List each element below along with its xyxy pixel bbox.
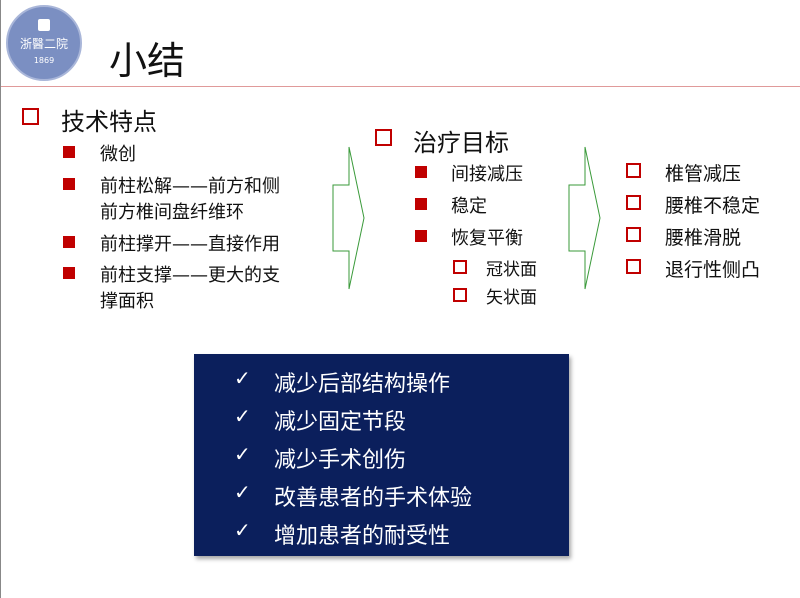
sub-item: 矢状面 bbox=[486, 288, 537, 308]
check-icon: ✓ bbox=[234, 366, 251, 390]
logo: 浙醫二院 1869 bbox=[6, 5, 82, 81]
bullet-square-icon bbox=[626, 163, 641, 178]
check-icon: ✓ bbox=[234, 480, 251, 504]
bullet-square-icon bbox=[375, 129, 392, 146]
logo-emblem-icon bbox=[38, 19, 50, 31]
col1-heading: 技术特点 bbox=[61, 108, 157, 136]
check-icon: ✓ bbox=[234, 404, 251, 428]
summary-item: 改善患者的手术体验 bbox=[274, 486, 473, 511]
list-item: 前柱支撑——更大的支 bbox=[100, 265, 280, 286]
list-item: 腰椎不稳定 bbox=[665, 195, 761, 217]
list-item-cont: 前方椎间盘纤维环 bbox=[100, 202, 244, 223]
check-icon: ✓ bbox=[234, 518, 251, 542]
list-item: 退行性侧凸 bbox=[665, 259, 761, 281]
col2-heading: 治疗目标 bbox=[413, 129, 509, 157]
bullet-filled-icon bbox=[415, 166, 427, 178]
summary-item: 减少手术创伤 bbox=[274, 448, 407, 473]
list-item: 前柱松解——前方和侧 bbox=[100, 176, 280, 197]
bullet-filled-icon bbox=[63, 178, 75, 190]
list-item: 椎管减压 bbox=[665, 163, 742, 185]
list-item: 微创 bbox=[100, 144, 136, 165]
bullet-filled-icon bbox=[415, 198, 427, 210]
summary-item: 增加患者的耐受性 bbox=[274, 524, 451, 549]
bullet-square-icon bbox=[453, 288, 467, 302]
title-divider bbox=[1, 86, 800, 87]
bullet-square-icon bbox=[22, 108, 39, 125]
bullet-filled-icon bbox=[415, 230, 427, 242]
list-item: 前柱撑开——直接作用 bbox=[100, 234, 280, 255]
list-item: 间接减压 bbox=[451, 164, 523, 185]
bullet-filled-icon bbox=[63, 236, 75, 248]
logo-year: 1869 bbox=[33, 56, 55, 65]
arrow-right-icon bbox=[568, 146, 601, 290]
summary-item: 减少固定节段 bbox=[274, 410, 407, 435]
bullet-filled-icon bbox=[63, 146, 75, 158]
list-item: 恢复平衡 bbox=[451, 228, 523, 249]
summary-item: 减少后部结构操作 bbox=[274, 372, 451, 397]
arrow-right-icon bbox=[332, 146, 365, 290]
page-title: 小结 bbox=[109, 39, 186, 83]
summary-box: ✓ 减少后部结构操作 ✓ 减少固定节段 ✓ 减少手术创伤 ✓ 改善患者的手术体验… bbox=[194, 354, 569, 556]
sub-item: 冠状面 bbox=[486, 260, 537, 280]
logo-text: 浙醫二院 bbox=[19, 37, 68, 51]
bullet-square-icon bbox=[626, 195, 641, 210]
check-icon: ✓ bbox=[234, 442, 251, 466]
bullet-square-icon bbox=[453, 260, 467, 274]
list-item: 腰椎滑脱 bbox=[665, 227, 742, 249]
bullet-square-icon bbox=[626, 259, 641, 274]
bullet-square-icon bbox=[626, 227, 641, 242]
list-item: 稳定 bbox=[451, 196, 487, 217]
bullet-filled-icon bbox=[63, 267, 75, 279]
list-item-cont: 撑面积 bbox=[100, 291, 154, 312]
